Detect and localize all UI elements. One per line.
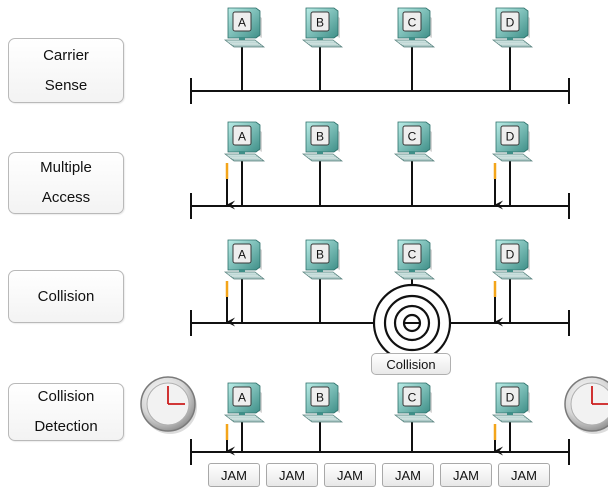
jam-signal-box: JAM — [382, 463, 434, 487]
jam-signal-box: JAM — [440, 463, 492, 487]
computer-icon: B — [301, 382, 344, 423]
computer-icon: D — [491, 382, 534, 423]
host-label: D — [506, 130, 515, 144]
jam-signal-box: JAM — [498, 463, 550, 487]
jam-signal-box: JAM — [324, 463, 376, 487]
host-label: D — [506, 16, 515, 30]
stage-label-text: Carrier Sense — [43, 46, 89, 94]
host-label: B — [316, 391, 324, 405]
host-label: A — [238, 248, 246, 262]
stage-label-carrier-sense: Carrier Sense — [8, 38, 124, 103]
backoff-clock-icon — [564, 376, 608, 434]
computer-icon: C — [393, 7, 436, 48]
host-label: D — [506, 248, 515, 262]
stage-label-text: Collision Detection — [34, 388, 98, 435]
computer-icon: A — [223, 7, 266, 48]
host-label: B — [316, 16, 324, 30]
computer-icon: C — [393, 239, 436, 280]
computer-icon: D — [491, 239, 534, 280]
backoff-clock-icon — [140, 376, 197, 434]
host-label: C — [408, 130, 417, 144]
computer-icon: A — [223, 382, 266, 423]
computer-icon: B — [301, 239, 344, 280]
host-label: C — [408, 16, 417, 30]
host-label: A — [238, 391, 246, 405]
host-label: A — [238, 130, 246, 144]
computer-icon: D — [491, 121, 534, 162]
host-label: A — [238, 16, 246, 30]
computer-icon: B — [301, 7, 344, 48]
computer-icon: A — [223, 239, 266, 280]
stage-label-multiple-access: Multiple Access — [8, 152, 124, 214]
computer-icon: A — [223, 121, 266, 162]
host-label: D — [506, 391, 515, 405]
jam-signal-box: JAM — [266, 463, 318, 487]
stage-label-collision: Collision — [8, 270, 124, 323]
host-label: B — [316, 248, 324, 262]
host-label: C — [408, 391, 417, 405]
stage-label-text: Multiple Access — [40, 159, 92, 206]
host-label: B — [316, 130, 324, 144]
host-label: C — [408, 248, 417, 262]
computer-icon: D — [491, 7, 534, 48]
computer-icon: B — [301, 121, 344, 162]
stage-label-collision-detection: Collision Detection — [8, 383, 124, 441]
computer-icon: C — [393, 382, 436, 423]
collision-tag: Collision — [371, 353, 451, 375]
stage-label-text: Collision — [37, 287, 95, 305]
computer-icon: C — [393, 121, 436, 162]
jam-signal-box: JAM — [208, 463, 260, 487]
